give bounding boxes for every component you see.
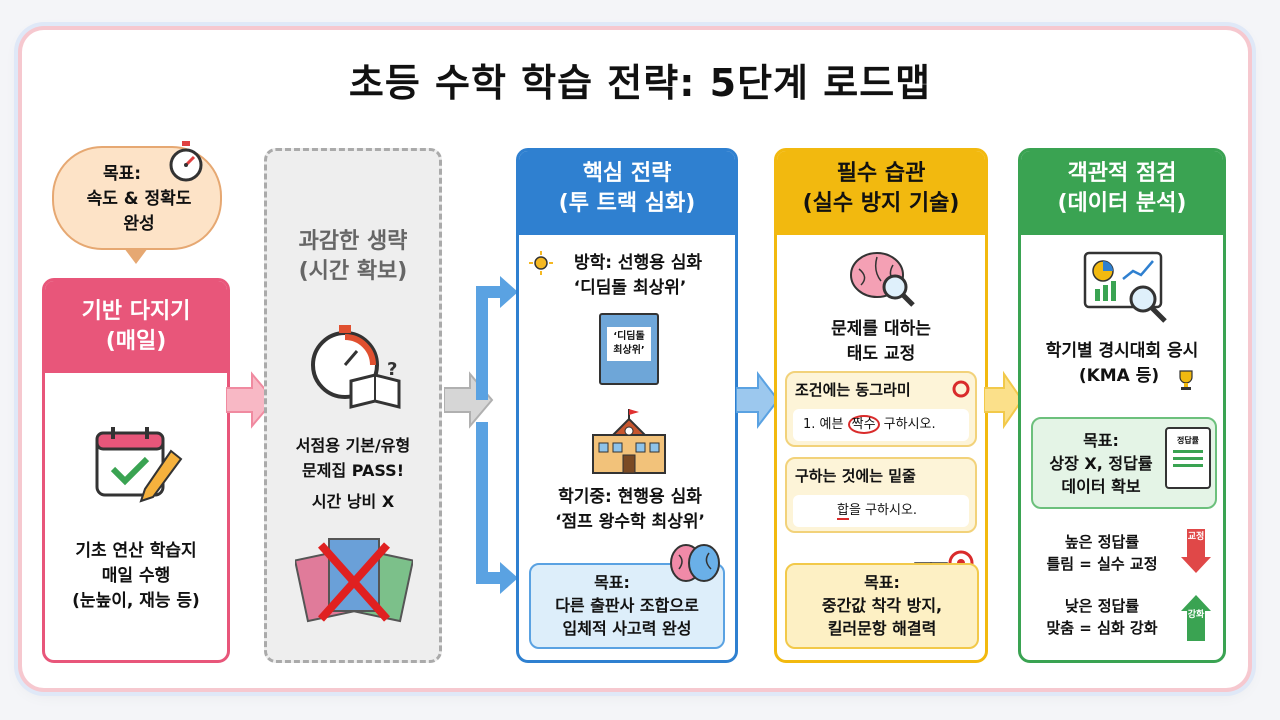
goal-line-2: 데이터 확보 bbox=[1061, 477, 1141, 496]
data-analysis-icon bbox=[1083, 251, 1167, 323]
step-subtitle: (매일) bbox=[105, 329, 167, 354]
step1-line-3: (눈높이, 재능 등) bbox=[72, 591, 200, 611]
example2-post: 을 구하시오. bbox=[848, 503, 918, 518]
step-card-skip: 과감한 생략 (시간 확보) ? 서점용 기본/유형 문제집 PASS! 시간 … bbox=[264, 148, 442, 663]
exam-line-2: (KMA 등) bbox=[1078, 366, 1160, 386]
bubble-line-2: 속도 & 정확도 bbox=[86, 189, 192, 209]
flow-arrow-3 bbox=[736, 371, 780, 429]
crossed-books-icon bbox=[295, 538, 413, 623]
trophy-icon bbox=[1179, 370, 1193, 390]
goal-line-1: 상장 X, 정답률 bbox=[1049, 454, 1153, 473]
step-card-header: 핵심 전략 (투 트랙 심화) bbox=[519, 151, 735, 235]
brain-magnifier-icon bbox=[850, 252, 915, 307]
vacation-line-2: ‘디딤돌 최상위’ bbox=[573, 278, 687, 298]
clipboard-icon: 정답률 bbox=[1165, 427, 1211, 489]
example1-mark: 짝수 bbox=[847, 415, 880, 434]
step2-line-2: 문제집 PASS! bbox=[302, 461, 404, 480]
step-subtitle: (데이터 분석) bbox=[1057, 191, 1187, 216]
stopwatch-book-icon: ? bbox=[311, 325, 401, 409]
step2-line-1: 서점용 기본/유형 bbox=[295, 436, 411, 455]
step-subtitle: (실수 방지 기술) bbox=[802, 191, 960, 216]
step-title: 필수 습관 bbox=[836, 161, 926, 186]
goal-line-2: 입체적 사고력 완성 bbox=[562, 619, 692, 638]
step-card-header: 필수 습관 (실수 방지 기술) bbox=[777, 151, 985, 235]
underline-rule-box: 구하는 것에는 밑줄 합을 구하시오. bbox=[785, 457, 977, 533]
brain-icon bbox=[670, 544, 720, 582]
vacation-line-1: 방학: 선행용 심화 bbox=[573, 253, 703, 273]
attitude-line-1: 문제를 대하는 bbox=[831, 319, 931, 339]
goal-label: 목표: bbox=[1083, 431, 1119, 450]
low-rate-label: 낮은 정답률 bbox=[1064, 597, 1140, 615]
semester-line-2: ‘점프 왕수학 최상위’ bbox=[555, 512, 705, 532]
step1-line-1: 기초 연산 학습지 bbox=[75, 541, 197, 561]
flow-arrow-4 bbox=[984, 370, 1024, 430]
boost-badge-label: 강화 bbox=[1187, 610, 1205, 620]
sun-icon bbox=[529, 251, 553, 275]
underline-rule-label: 구하는 것에는 밑줄 bbox=[795, 467, 916, 485]
bubble-line-3: 완성 bbox=[123, 214, 155, 234]
step1-line-2: 매일 수행 bbox=[101, 566, 171, 586]
step-card-header: 객관적 점검 (데이터 분석) bbox=[1021, 151, 1223, 235]
step-card-review: 객관적 점검 (데이터 분석) 학기별 경시대회 응시 (KMA 등) 목표: … bbox=[1018, 148, 1226, 663]
goal-box: 목표: 상장 X, 정답률 데이터 확보 정답률 bbox=[1031, 417, 1217, 509]
red-circle-icon bbox=[952, 380, 970, 398]
low-rate-desc: 맞춤 = 심화 강화 bbox=[1046, 619, 1158, 637]
page-title: 초등 수학 학습 전략: 5단계 로드맵 bbox=[348, 61, 932, 105]
exam-line-1: 학기별 경시대회 응시 bbox=[1045, 341, 1199, 361]
attitude-line-2: 태도 교정 bbox=[846, 344, 916, 364]
step-title: 과감한 생략 bbox=[298, 229, 408, 254]
step2-line-3: 시간 낭비 X bbox=[311, 492, 395, 511]
goal-label: 목표: bbox=[594, 573, 630, 592]
example1-post: 구하시오. bbox=[883, 417, 936, 432]
svg-text:?: ? bbox=[387, 359, 397, 380]
goal-label: 목표: bbox=[864, 573, 900, 592]
fix-down-arrow-icon: 교정 bbox=[1181, 529, 1211, 575]
high-rate-label: 높은 정답률 bbox=[1064, 533, 1140, 551]
circle-rule-box: 조건에는 동그라미 1. 예븐 짝수 구하시오. bbox=[785, 371, 977, 447]
workbook-label-1: ‘디딤돌 bbox=[613, 331, 645, 342]
step-title: 기반 다지기 bbox=[81, 299, 191, 324]
high-rate-desc: 틀림 = 실수 교정 bbox=[1046, 555, 1158, 573]
example2-mark: 합 bbox=[837, 503, 849, 520]
step-card-habits: 필수 습관 (실수 방지 기술) 문제를 대하는 태도 교정 조건에는 동그라미… bbox=[774, 148, 988, 663]
circle-rule-label: 조건에는 동그라미 bbox=[795, 381, 911, 399]
fix-badge-label: 교정 bbox=[1187, 532, 1205, 542]
example1-pre: 1. 예븐 bbox=[803, 417, 844, 432]
goal-bubble: 목표: 속도 & 정확도 완성 bbox=[52, 141, 222, 264]
step-card-foundation: 기반 다지기 (매일) 기초 연산 학습지 매일 수행 (눈높이, 재능 등) bbox=[42, 278, 230, 663]
step-card-header: 기반 다지기 (매일) bbox=[45, 281, 227, 373]
step-subtitle: (투 트랙 심화) bbox=[558, 191, 696, 216]
workbook-label-2: 최상위’ bbox=[613, 345, 645, 356]
stopwatch-icon bbox=[169, 141, 203, 182]
bubble-line-1: 목표: bbox=[102, 164, 142, 184]
calendar-check-icon bbox=[95, 427, 183, 503]
step-title: 객관적 점검 bbox=[1067, 161, 1177, 186]
flow-arrow-1 bbox=[226, 371, 276, 429]
clipboard-label: 정답률 bbox=[1176, 436, 1200, 445]
school-building-icon bbox=[592, 409, 666, 474]
goal-line-2: 킬러문항 해결력 bbox=[827, 619, 937, 638]
fork-arrows bbox=[476, 276, 518, 594]
goal-line-1: 중간값 착각 방지, bbox=[821, 596, 943, 615]
step-card-core-strategy: 핵심 전략 (투 트랙 심화) 방학: 선행용 심화 ‘디딤돌 최상위’ ‘디딤… bbox=[516, 148, 738, 663]
workbook-icon: ‘디딤돌 최상위’ bbox=[599, 313, 659, 385]
boost-up-arrow-icon: 강화 bbox=[1181, 595, 1211, 641]
step-title: 핵심 전략 bbox=[582, 161, 672, 186]
semester-line-1: 학기중: 현행용 심화 bbox=[558, 487, 702, 507]
goal-box: 목표: 중간값 착각 방지, 킬러문항 해결력 bbox=[785, 563, 979, 649]
step-subtitle: (시간 확보) bbox=[298, 259, 408, 284]
goal-line-1: 다른 출판사 조합으로 bbox=[555, 596, 699, 615]
